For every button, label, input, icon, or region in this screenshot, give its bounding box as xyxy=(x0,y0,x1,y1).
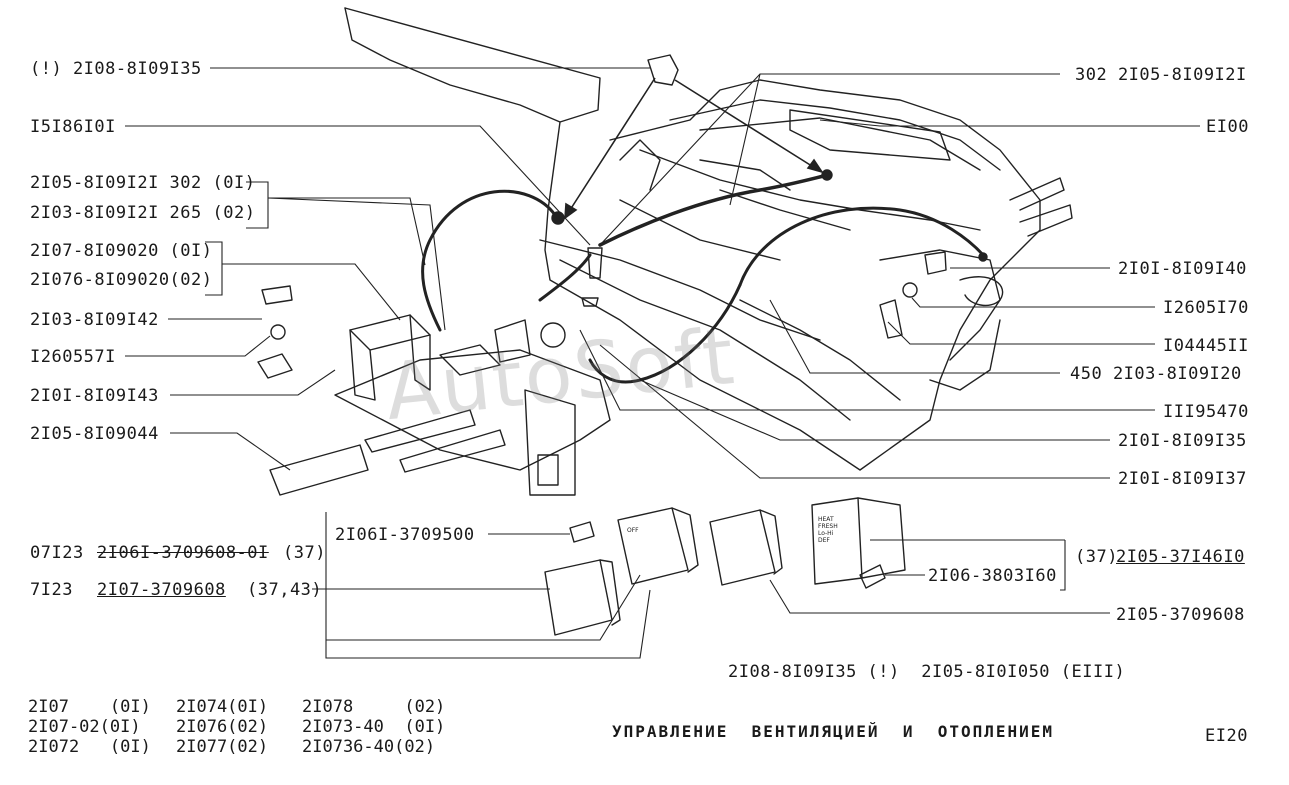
model-cell: 2I076(02) xyxy=(176,717,269,737)
model-cell: 2I073-40 (0I) xyxy=(302,717,446,737)
callout-label: 2I03-8I09I2I 265 (02) xyxy=(30,203,256,223)
callout-label: 2I0I-8I09I43 xyxy=(30,386,159,406)
model-cell: 2I07 (0I) xyxy=(28,697,151,717)
arrow-pointers xyxy=(564,77,824,220)
control-lever-assembly xyxy=(334,314,611,496)
callout-label: 2I0I-8I09I37 xyxy=(1118,469,1247,489)
callout-label: 2I05-3709608 xyxy=(1116,605,1245,625)
callout-label: 2I0I-8I09I35 xyxy=(1118,431,1247,451)
callout-label: 2I08-8I09I35 (!) 2I05-8I0I050 (EIII) xyxy=(728,662,1126,682)
page-code: EI20 xyxy=(1205,726,1248,746)
callout-label: (!) 2I08-8I09I35 xyxy=(30,59,202,79)
callout-label: EI00 xyxy=(1206,117,1249,137)
callout-label: (37,43) xyxy=(247,580,323,600)
callout-label: 2I07-8I09020 (0I) xyxy=(30,241,213,261)
callout-label: 2I05-37I46I0 xyxy=(1116,547,1245,567)
callout-label: (37) xyxy=(1075,547,1118,567)
model-cell: 2I078 (02) xyxy=(302,697,446,717)
callout-label: 2I03-8I09I42 xyxy=(30,310,159,330)
model-cell: 2I074(0I) xyxy=(176,697,269,717)
callout-label: I2605I70 xyxy=(1163,298,1249,318)
callout-label: I260557I xyxy=(30,347,116,367)
leader-lines xyxy=(125,67,1200,659)
model-cell: 2I077(02) xyxy=(176,737,269,757)
heater-switch-labels: HEAT FRESH Lo-Hi DEF xyxy=(818,516,838,544)
rocker-switch-3 xyxy=(709,509,783,586)
callout-label: I5I86I0I xyxy=(30,117,116,137)
heater-switch-panel xyxy=(811,497,906,585)
callout-label: 2I0I-8I09I40 xyxy=(1118,259,1247,279)
model-cell: 2I072 (0I) xyxy=(28,737,151,757)
callout-label: 7I23 xyxy=(30,580,73,600)
callout-label: 2I07-3709608 xyxy=(97,580,226,600)
model-cell: 2I07-02(0I) xyxy=(28,717,141,737)
model-cell: 2I0736-40(02) xyxy=(302,737,436,757)
control-cables xyxy=(421,173,987,384)
callout-label: 2I076-8I09020(02) xyxy=(30,270,213,290)
rocker-switch-2 xyxy=(617,507,699,585)
callout-label: 2I05-8I09I2I 302 (0I) xyxy=(30,173,256,193)
callout-label: 07I23 xyxy=(30,543,84,563)
heater-housing xyxy=(344,7,1073,471)
callout-label: 2I06I-3709608-0I xyxy=(97,543,269,563)
callout-label: I04445II xyxy=(1163,336,1249,356)
callout-label: III95470 xyxy=(1163,402,1249,422)
switch-off-label: OFF xyxy=(627,527,639,534)
callout-label: (37) xyxy=(283,543,326,563)
fasteners xyxy=(257,54,988,589)
page-title: УПРАВЛЕНИЕ ВЕНТИЛЯЦИЕЙ И ОТОПЛЕНИЕМ xyxy=(612,722,1055,741)
rocker-switch-1 xyxy=(544,559,621,636)
callout-label: 2I06-3803I60 xyxy=(928,566,1057,586)
callout-label: 450 2I03-8I09I20 xyxy=(1070,364,1242,384)
callout-label: 2I05-8I09044 xyxy=(30,424,159,444)
callout-label: 2I06I-3709500 xyxy=(335,525,475,545)
callout-label: 302 2I05-8I09I2I xyxy=(1075,65,1247,85)
